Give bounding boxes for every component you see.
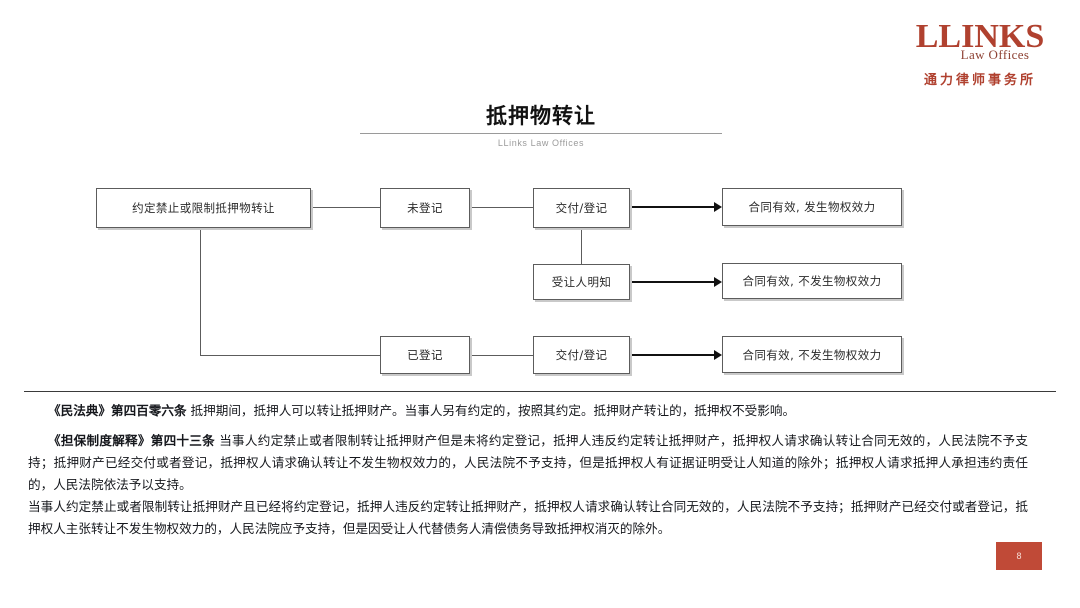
article-label-civil-code: 《民法典》第四百零六条 [48,403,187,418]
flow-node-registered[interactable]: 已登记 [380,336,470,374]
company-logo: LLINKS Law Offices 通力律师事务所 [895,20,1065,90]
flowchart: 约定禁止或限制抵押物转让 未登记 交付/登记 受让人明知 已登记 交付/登记 合… [96,188,902,374]
arrow-head-result-bottom [714,350,722,360]
flow-node-root[interactable]: 约定禁止或限制抵押物转让 [96,188,311,228]
title-subtitle: LLinks Law Offices [497,138,585,148]
article-label-guarantee: 《担保制度解释》第四十三条 [48,433,215,448]
flow-node-transferee-aware[interactable]: 受让人明知 [533,264,630,300]
article-text-guarantee: 当事人约定禁止或者限制转让抵押财产但是未将约定登记，抵押人违反约定转让抵押财产，… [28,433,1028,492]
flow-node-result-contract-valid-property-effect[interactable]: 合同有效, 发生物权效力 [722,188,902,226]
flow-node-result-contract-valid-no-property-effect-bottom[interactable]: 合同有效, 不发生物权效力 [722,336,902,373]
arrow-line-to-result-bottom [630,354,718,356]
paragraph-guarantee-interpretation: 《担保制度解释》第四十三条 当事人约定禁止或者限制转让抵押财产但是未将约定登记，… [28,430,1028,496]
flow-node-delivery-registration-bottom[interactable]: 交付/登记 [533,336,630,374]
arrow-head-result-top [714,202,722,212]
title-divider [360,133,722,134]
connector-unregistered-to-delivery [470,207,533,208]
flow-node-delivery-registration-top[interactable]: 交付/登记 [533,188,630,228]
logo-tagline: Law Offices [960,47,1030,62]
paragraph-registered-agreement: 当事人约定禁止或者限制转让抵押财产且已经将约定登记，抵押人违反约定转让抵押财产，… [28,499,1028,536]
article-text-civil-code: 抵押期间，抵押人可以转让抵押财产。当事人另有约定的，按照其约定。抵押财产转让的，… [186,403,796,418]
logo-wordmark: LLINKS [915,18,1045,55]
flow-node-unregistered[interactable]: 未登记 [380,188,470,228]
page-number-badge: 8 [996,542,1042,570]
slide-title-block: 抵押物转让 LLinks Law Offices [360,104,722,148]
legal-text-block: 《民法典》第四百零六条 抵押期间，抵押人可以转让抵押财产。当事人另有约定的，按照… [28,400,1028,540]
logo-chinese-name: 通力律师事务所 [923,73,1036,88]
arrow-line-to-result-top [630,206,718,208]
connector-root-to-registered [200,355,380,356]
body-divider [24,391,1056,392]
flow-node-result-contract-valid-no-property-effect-mid[interactable]: 合同有效, 不发生物权效力 [722,263,902,299]
paragraph-civil-code: 《民法典》第四百零六条 抵押期间，抵押人可以转让抵押财产。当事人另有约定的，按照… [28,400,1028,422]
connector-registered-to-delivery [470,355,533,356]
connector-root-to-unregistered [311,207,380,208]
arrow-line-to-result-mid [630,281,718,283]
connector-delivery-down [581,228,582,264]
arrow-head-result-mid [714,277,722,287]
page-title: 抵押物转让 [486,104,596,128]
connector-root-down [200,228,201,355]
